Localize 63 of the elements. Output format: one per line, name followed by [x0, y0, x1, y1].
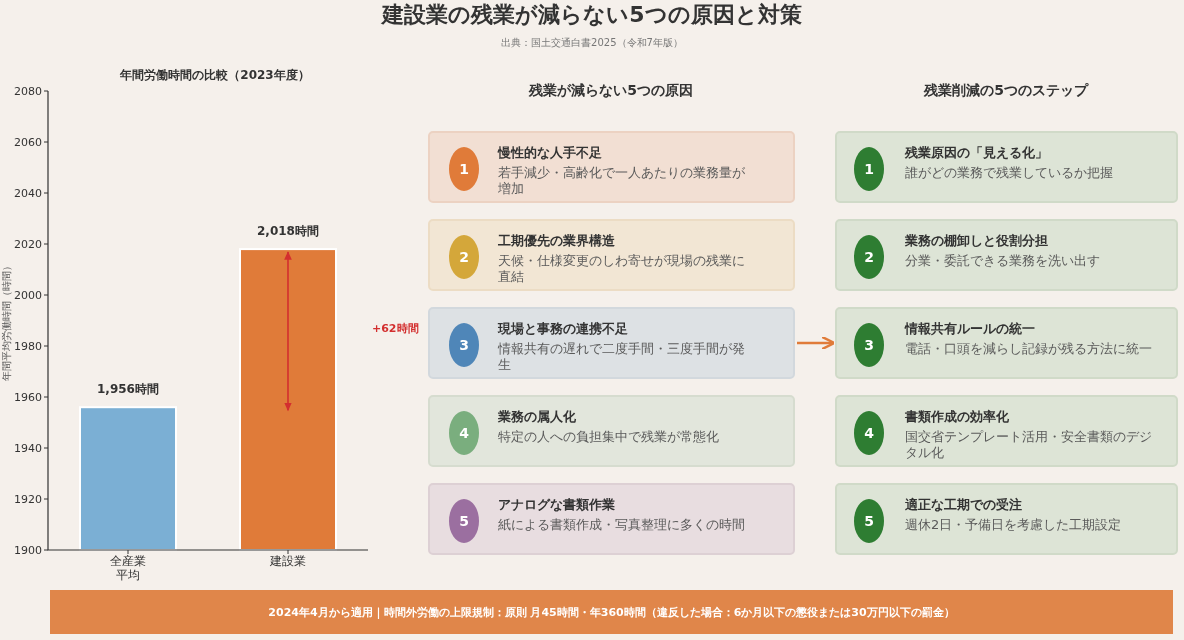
number-circle: 2: [854, 235, 884, 279]
value-label: 1,956時間: [97, 382, 159, 397]
source-note: 出典：国土交通白書2025（令和7年版）: [500, 36, 684, 50]
card-description: 天候・仕様変更のしわ寄せが現場の残業に直結: [498, 253, 746, 285]
tick-label: 2020: [14, 238, 42, 251]
card-description: 特定の人への負担集中で残業が常態化: [498, 429, 720, 445]
tick-label: 2000: [14, 289, 42, 302]
annotation-label: +62時間: [372, 322, 419, 336]
tick-label: 1900: [14, 544, 42, 557]
tick-label: 1960: [14, 391, 42, 404]
column-heading: 残業が減らない5つの原因: [527, 82, 694, 100]
card-heading: 適正な工期での受注: [905, 496, 1022, 514]
item-card: [428, 483, 795, 555]
card-heading: 慢性的な人手不足: [498, 144, 602, 162]
card-description: 国交省テンプレート活用・安全書類のデジタル化: [905, 429, 1153, 461]
tick-label: 1940: [14, 442, 42, 455]
card-heading: 業務の棚卸しと役割分担: [905, 232, 1048, 250]
card-heading: 残業原因の「見える化」: [905, 144, 1048, 162]
axis-title: 年間平均労働時間（時間）: [1, 260, 12, 381]
number-circle: 1: [449, 147, 479, 191]
item-card: [835, 395, 1178, 467]
card-description: 週休2日・予備日を考慮した工期設定: [905, 517, 1123, 533]
category-label: 全産業平均: [109, 554, 147, 582]
notice-banner: 2024年4月から適用｜時間外労働の上限規制：原則 月45時間・年360時間（違反した場合：6か月以下の懲役または30万円以下の罰金）: [50, 590, 1173, 634]
card-heading: アナログな書類作業: [498, 496, 615, 514]
card-description: 情報共有の遅れで二度手間・三度手間が発生: [498, 341, 746, 373]
column-heading: 残業削減の5つのステップ: [922, 82, 1090, 100]
chart-title: 年間労働時間の比較（2023年度）: [120, 68, 310, 82]
number-circle: 2: [449, 235, 479, 279]
card-description: 分業・委託できる業務を洗い出す: [905, 253, 1101, 269]
item-card: [428, 131, 795, 203]
category-label: 建設業: [269, 554, 307, 568]
card-heading: 書類作成の効率化: [905, 408, 1009, 426]
card-heading: 現場と事務の連携不足: [498, 320, 628, 338]
tick-label: 1980: [14, 340, 42, 353]
item-card: [428, 219, 795, 291]
item-card: [428, 307, 795, 379]
title: 建設業の残業が減らない5つの原因と対策: [380, 1, 803, 29]
number-circle: 4: [854, 411, 884, 455]
card-heading: 情報共有ルールの統一: [905, 320, 1035, 338]
card-description: 電話・口頭を減らし記録が残る方法に統一: [905, 341, 1153, 357]
card-description: 若手減少・高齢化で一人あたりの業務量が増加: [498, 165, 746, 197]
tick-label: 1920: [14, 493, 42, 506]
card-heading: 工期優先の業界構造: [498, 232, 615, 250]
number-circle: 1: [854, 147, 884, 191]
item-card: [428, 395, 795, 467]
number-circle: 4: [449, 411, 479, 455]
arrow: [797, 335, 836, 351]
value-label: 2,018時間: [257, 224, 319, 239]
tick-label: 2060: [14, 136, 42, 149]
item-card: [835, 131, 1178, 203]
card-heading: 業務の属人化: [498, 408, 576, 426]
number-circle: 5: [449, 499, 479, 543]
item-card: [835, 307, 1178, 379]
item-card: [835, 219, 1178, 291]
tick-label: 2040: [14, 187, 42, 200]
number-circle: 3: [854, 323, 884, 367]
card-description: 紙による書類作成・写真整理に多くの時間: [498, 517, 746, 533]
card-description: 誰がどの業務で残業しているか把握: [905, 165, 1114, 181]
number-circle: 3: [449, 323, 479, 367]
tick-label: 2080: [14, 85, 42, 98]
item-card: [835, 483, 1178, 555]
number-circle: 5: [854, 499, 884, 543]
